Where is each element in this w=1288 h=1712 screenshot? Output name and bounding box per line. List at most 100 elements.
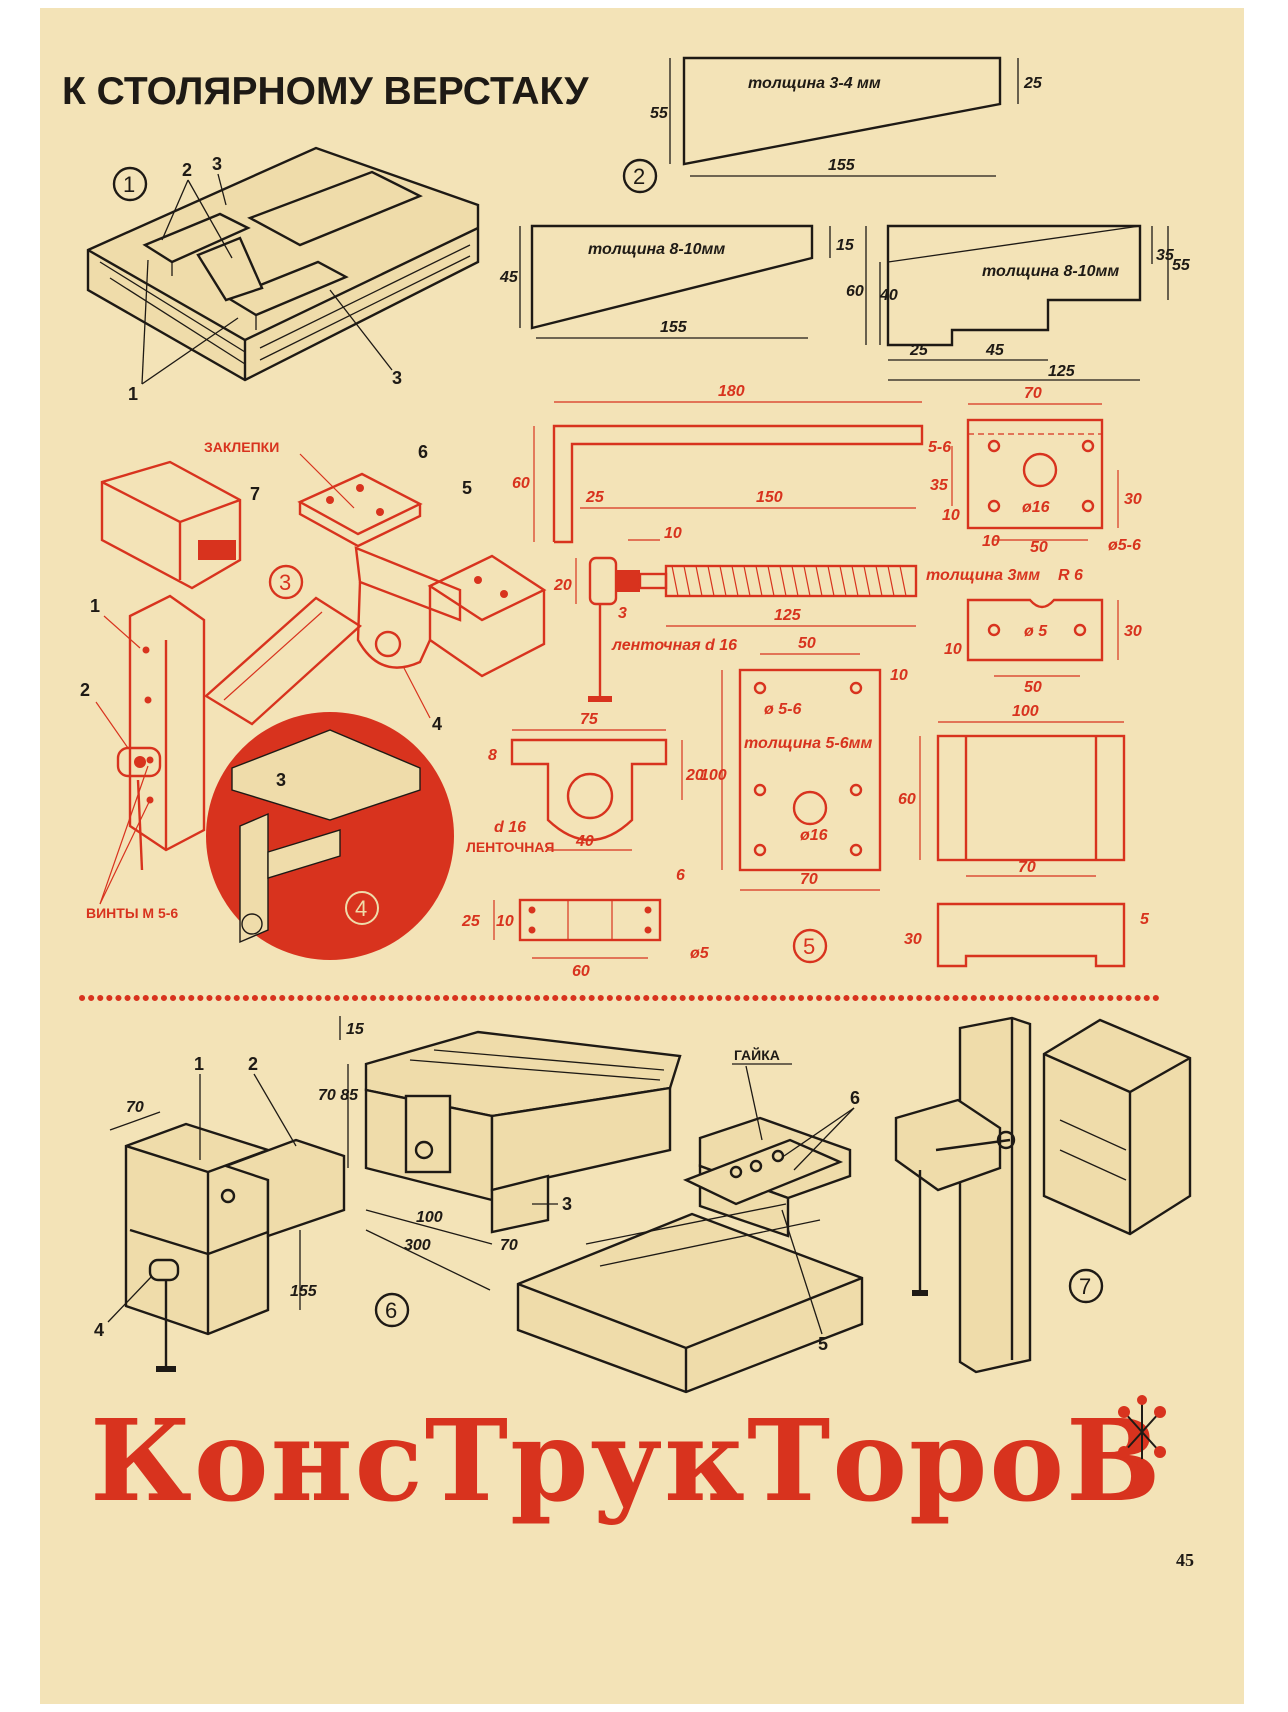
fig2-right-125: 125 bbox=[1048, 363, 1076, 380]
bracket-d16: d 16 bbox=[494, 819, 526, 836]
fig6-70-bottom: 70 bbox=[500, 1237, 518, 1254]
block-30: 30 bbox=[904, 931, 922, 948]
figure-number-6: 6 bbox=[385, 1298, 397, 1323]
rod-thickness: 5-6 bbox=[928, 439, 951, 456]
plate-d56: ø 5-6 bbox=[764, 701, 801, 718]
banner-konstruktorov: КонсТрукТороВ bbox=[90, 1396, 1163, 1527]
fig6-70-left: 70 bbox=[126, 1099, 144, 1116]
fig6-15: 15 bbox=[346, 1021, 365, 1038]
screw-20: 20 bbox=[553, 577, 572, 594]
bracket-20: 20 bbox=[685, 767, 704, 784]
fig2-right-thickness: толщина 8-10мм bbox=[982, 263, 1119, 280]
plate-thickness: толщина 5-6мм bbox=[744, 735, 872, 752]
screw-10: 10 bbox=[664, 525, 682, 542]
block-60: 60 bbox=[898, 791, 916, 808]
plate-d16: ø16 bbox=[800, 827, 828, 844]
fig2-top-width: 155 bbox=[828, 157, 856, 174]
small-d5: ø 5 bbox=[1024, 623, 1048, 640]
sq-10b: 10 bbox=[982, 533, 1000, 550]
sq-d56: ø5-6 bbox=[1108, 537, 1141, 554]
fig2-top-height: 55 bbox=[650, 105, 669, 122]
sq-d16: ø16 bbox=[1022, 499, 1050, 516]
plate-50: 50 bbox=[798, 635, 816, 652]
screw-150: 150 bbox=[756, 489, 783, 506]
fig6-part-5: 5 bbox=[818, 1334, 828, 1354]
fig2-top-right: 25 bbox=[1023, 75, 1043, 92]
fig6-part-4: 4 bbox=[94, 1320, 104, 1340]
bracket-40: 40 bbox=[575, 833, 594, 850]
fig2-right-55: 55 bbox=[1172, 257, 1191, 274]
fig4-part-3: 3 bbox=[276, 770, 286, 790]
sq-10: 10 bbox=[942, 507, 960, 524]
page-title: К СТОЛЯРНОМУ ВЕРСТАКУ bbox=[62, 70, 589, 113]
screw-25: 25 bbox=[585, 489, 605, 506]
figure-5-part-drawings: 180 60 5-6 25 150 10 20 3 125 bbox=[461, 383, 1150, 980]
fig3-part-4: 4 bbox=[432, 714, 442, 734]
figure-6-wood-clamp: 70 155 1 2 4 15 70 85 100 300 bbox=[94, 1016, 864, 1394]
bracket-8: 8 bbox=[488, 747, 497, 764]
page-number: 45 bbox=[1176, 1550, 1194, 1570]
fig2-right-25: 25 bbox=[909, 342, 929, 359]
fig2-right-40: 40 bbox=[879, 287, 898, 304]
screw-thread bbox=[664, 564, 918, 598]
small-30: 30 bbox=[1124, 623, 1142, 640]
rod-length: 180 bbox=[718, 383, 745, 400]
fig6-100: 100 bbox=[416, 1209, 443, 1226]
screws-label: ВИНТЫ М 5-6 bbox=[86, 905, 178, 921]
fig3-part-6: 6 bbox=[418, 442, 428, 462]
sq-35: 35 bbox=[930, 477, 949, 494]
small-50: 50 bbox=[1024, 679, 1042, 696]
fig6-155: 155 bbox=[290, 1283, 318, 1300]
fig2-mid-width: 155 bbox=[660, 319, 688, 336]
figure-1-bench-clamp: 1 2 3 3 1 bbox=[86, 146, 480, 404]
screw-tape: ленточная d 16 bbox=[611, 637, 737, 654]
rod-height: 60 bbox=[512, 475, 530, 492]
molecule-ornament bbox=[1118, 1395, 1166, 1469]
small-10: 10 bbox=[944, 641, 962, 658]
small-thickness: толщина 3мм bbox=[926, 567, 1040, 584]
figure-2-wedges: толщина 3-4 мм 55 155 25 2 толщина 8-10м… bbox=[499, 56, 1191, 381]
fig2-right-35: 35 bbox=[1156, 247, 1175, 264]
bracket-tape: ЛЕНТОЧНАЯ bbox=[466, 839, 554, 855]
fig6-part-6: 6 bbox=[850, 1088, 860, 1108]
fig2-right-60: 60 bbox=[846, 283, 864, 300]
fig6-70-85: 70 85 bbox=[318, 1087, 359, 1104]
figure-7-vertical-clamp: 7 bbox=[894, 1016, 1192, 1374]
small-R6: R 6 bbox=[1058, 567, 1083, 584]
fig6-part-2: 2 bbox=[248, 1054, 258, 1074]
fig2-right-45: 45 bbox=[985, 342, 1005, 359]
screw-125: 125 bbox=[774, 607, 802, 624]
strip-d5: ø5 bbox=[690, 945, 710, 962]
figure-number-5: 5 bbox=[803, 934, 815, 959]
figure-3-exploded-clamp: ЗАКЛЕПКИ 7 6 5 bbox=[80, 439, 547, 960]
strip-10: 10 bbox=[496, 913, 514, 930]
fig1-part-1: 1 bbox=[128, 384, 138, 404]
fig3-part-5: 5 bbox=[462, 478, 472, 498]
sq-50: 50 bbox=[1030, 539, 1048, 556]
block-100: 100 bbox=[1012, 703, 1039, 720]
strip-60: 60 bbox=[572, 963, 590, 980]
fig2-mid-thickness: толщина 8-10мм bbox=[588, 241, 725, 258]
fig6-part-1: 1 bbox=[194, 1054, 204, 1074]
fig1-part-2: 2 bbox=[182, 160, 192, 180]
plate-10: 10 bbox=[890, 667, 908, 684]
fig3-part-2: 2 bbox=[80, 680, 90, 700]
figure-number-2: 2 bbox=[633, 164, 645, 189]
fig1-part-3-bottom: 3 bbox=[392, 368, 402, 388]
figure-number-7: 7 bbox=[1079, 1274, 1091, 1299]
screw-3: 3 bbox=[618, 605, 627, 622]
strip-6: 6 bbox=[676, 867, 685, 884]
fig3-part-1: 1 bbox=[90, 596, 100, 616]
figure-number-4: 4 bbox=[355, 896, 367, 921]
block-70: 70 bbox=[1018, 859, 1036, 876]
fig6-part-3: 3 bbox=[562, 1194, 572, 1214]
fig2-mid-height: 45 bbox=[499, 269, 519, 286]
figure-number-3: 3 bbox=[279, 570, 291, 595]
figure-number-1: 1 bbox=[123, 172, 135, 197]
plate-100: 100 bbox=[700, 767, 727, 784]
fig3-part-7: 7 bbox=[250, 484, 260, 504]
nut-label: ГАЙКА bbox=[734, 1046, 780, 1063]
block-5: 5 bbox=[1140, 911, 1150, 928]
